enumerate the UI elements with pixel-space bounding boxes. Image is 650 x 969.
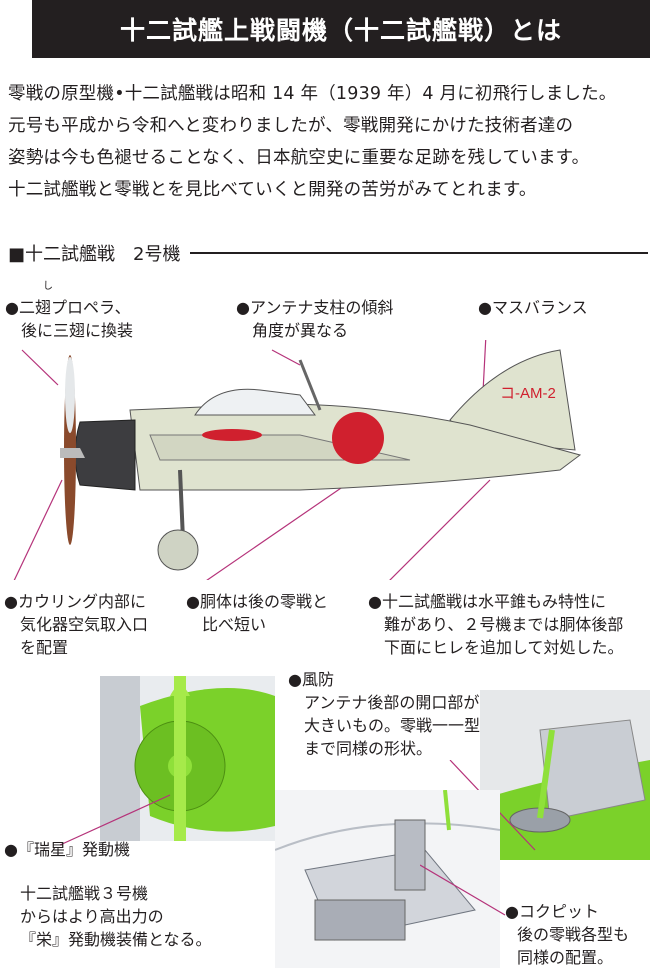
callout-cowling: ●カウリング内部に 気化器空気取入口 を配置 (4, 590, 148, 659)
callout-cockpit: ●コクピット 後の零戦各型も 同様の配置。 (505, 900, 629, 969)
callout-line: 難があり、２号機までは胴体後部 (384, 615, 624, 634)
tail-marking: コ-AM-2 (500, 385, 556, 402)
callout-line: 後に三翅に換装 (21, 321, 134, 340)
callout-line: 比べ短い (202, 615, 267, 634)
section-rule (190, 252, 648, 254)
callout-line: まで同様の形状。 (304, 739, 433, 758)
callout-line: ●二翅プロペラ、 (5, 298, 131, 317)
cockpit-leader-line (420, 864, 506, 916)
engine-render-image (100, 676, 275, 841)
tail-fin (449, 349, 576, 451)
engine-leader-line (60, 794, 171, 846)
callout-line: ●『瑞星』発動機 (4, 840, 130, 859)
callout-line: ●胴体は後の零戦と (186, 592, 328, 611)
section-heading: ■十二試艦戦 2号機 (8, 240, 648, 266)
callout-line: 『栄』発動機装備となる。 (20, 930, 212, 949)
engine-note: 十二試艦戦３号機 からはより高出力の 『栄』発動機装備となる。 (20, 882, 212, 951)
callout-line: 下面にヒレを追加して対処した。 (384, 638, 624, 657)
callout-antenna: ●アンテナ支柱の傾斜 角度が異なる (236, 296, 393, 342)
callout-fin: ●十二試艦戦は水平錐もみ特性に 難があり、２号機までは胴体後部 下面にヒレを追加… (368, 590, 624, 659)
intro-line: 零戦の原型機•十二試艦戦は昭和 14 年（1939 年）4 月に初飛行しました。 (8, 84, 617, 104)
callout-line: を配置 (20, 638, 69, 657)
section-label: ■十二試艦戦 2号機 (8, 244, 181, 265)
antenna-mast (298, 359, 322, 411)
callout-line: 同様の配置。 (517, 948, 614, 967)
callout-line: ●風防 (288, 670, 334, 689)
callout-line: からはより高出力の (20, 907, 164, 926)
callout-line: 後の零戦各型も (517, 925, 630, 944)
intro-line: 元号も平成から令和へと変わりましたが、零戦開発にかけた技術者達の (8, 116, 574, 136)
callout-line: ●マスバランス (478, 298, 588, 317)
canopy (194, 388, 316, 416)
ruby-text: し (43, 281, 53, 292)
page-title: 十二試艦上戦闘機（十二試艦戦）とは (32, 0, 650, 58)
intro-paragraph: 零戦の原型機•十二試艦戦は昭和 14 年（1939 年）4 月に初飛行しました。… (8, 78, 648, 206)
callout-line: ●アンテナ支柱の傾斜 (236, 298, 394, 317)
callout-line: アンテナ後部の開口部が (304, 693, 480, 712)
callout-propeller: し ●二翅プロペラ、 後に三翅に換装 (5, 282, 134, 342)
callout-fuselage: ●胴体は後の零戦と 比べ短い (186, 590, 328, 636)
cowling (74, 419, 136, 491)
intro-line: 十二試艦戦と零戦とを見比べていくと開発の苦労がみてとれます。 (8, 180, 537, 200)
callout-mass-balance: ●マスバランス (478, 296, 588, 319)
callout-line: 十二試艦戦３号機 (20, 884, 149, 903)
landing-wheel (157, 529, 199, 571)
callout-engine: ●『瑞星』発動機 (4, 838, 130, 861)
callout-windshield: ●風防 アンテナ後部の開口部が 大きいもの。零戦一一型 まで同様の形状。 (288, 668, 480, 760)
intro-line: 姿勢は今も色褪せることなく、日本航空史に重要な足跡を残しています。 (8, 148, 590, 168)
canopy-render-image (480, 690, 650, 860)
callout-line: ●十二試艦戦は水平錐もみ特性に (368, 592, 606, 611)
callout-line: 大きいもの。零戦一一型 (304, 716, 481, 735)
callout-line: ●コクピット (505, 902, 599, 921)
plane-side-view-illustration: コ-AM-2 (13, 340, 582, 580)
callout-line: ●カウリング内部に (4, 592, 146, 611)
callout-line: 角度が異なる (252, 321, 349, 340)
callout-line: 気化器空気取入口 (20, 615, 149, 634)
hinomaru (332, 412, 384, 464)
